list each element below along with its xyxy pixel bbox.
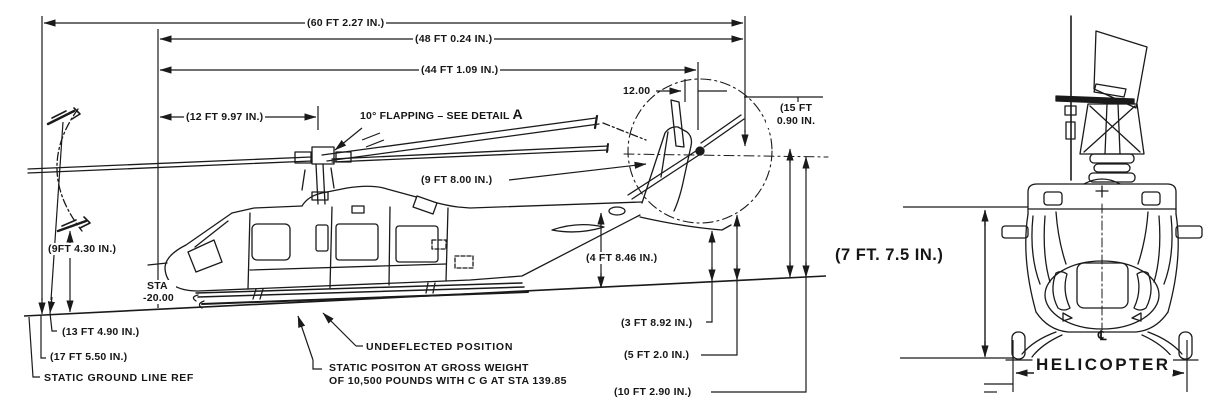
tail-boom-fin [551,126,732,233]
dim-44ft-label: (44 FT 1.09 IN.) [419,64,501,76]
dim-15ft-label: (15 FT 0.90 IN. [766,102,826,128]
dim-17ft550-label: (17 FT 5.50 IN.) [48,351,130,363]
dim-9ft8-label: (9 FT 8.00 IN.) [419,174,495,186]
front-cabin [1001,178,1203,333]
static-position-note: STATIC POSITON AT GROSS WEIGHT OF 10,500… [327,362,569,387]
rotor-hub-mast [294,146,352,205]
sta-line1: STA [147,280,168,292]
static-position-line1: STATIC POSITON AT GROSS WEIGHT [329,362,529,374]
sta-label: STA -20.00 [141,280,176,304]
dimension-lines-side-view [28,16,823,393]
dim-3ft892-label: (3 FT 8.92 IN.) [619,317,695,329]
static-ground-line-ref-label: STATIC GROUND LINE REF [42,372,196,384]
undeflected-position-label: UNDEFLECTED POSITION [364,341,516,353]
dim-10ft290-label: (10 FT 2.90 IN.) [612,386,694,398]
dim-overall-length-label: (60 FT 2.27 IN.) [305,17,387,29]
helicopter-caption: HELICOPTER [1034,355,1173,374]
side-view-helicopter [27,78,829,309]
dim-15ft-line2: 0.90 IN. [776,115,816,127]
front-skids [1005,331,1199,361]
dim-12ft-label: (12 FT 9.97 IN.) [184,111,266,123]
main-rotor-blades [27,114,647,174]
static-position-line2: OF 10,500 POUNDS WITH C G AT STA 139.85 [329,374,567,387]
front-view-helicopter [1001,15,1203,361]
dim-rotor-span-label: (48 FT 0.24 IN.) [413,33,495,45]
dim-9ft430-label: (9FT 4.30 IN.) [46,243,119,255]
dim-12in-label: 12.00 [621,85,653,97]
fuselage [147,185,643,292]
tail-rotor [623,78,829,224]
front-rotor-mast [1055,15,1148,183]
flapping-detail-letter: A [512,106,523,122]
blade-flap-envelope [46,107,91,233]
front-view-height-label: (7 FT. 7.5 IN.) [833,246,946,265]
flapping-note-text: 10° FLAPPING – SEE DETAIL [360,110,513,122]
dim-4ft846-label: (4 FT 8.46 IN.) [584,252,660,264]
dim-5ft20-label: (5 FT 2.0 IN.) [622,349,692,361]
sta-line2: -20.00 [143,292,174,304]
centerline-symbol: ℄ [1098,328,1107,343]
dim-15ft-line1: (15 FT [779,102,813,114]
landing-skids [192,282,529,309]
flapping-note-label: 10° FLAPPING – SEE DETAIL A [358,106,525,122]
dim-13ft490-label: (13 FT 4.90 IN.) [60,326,142,338]
